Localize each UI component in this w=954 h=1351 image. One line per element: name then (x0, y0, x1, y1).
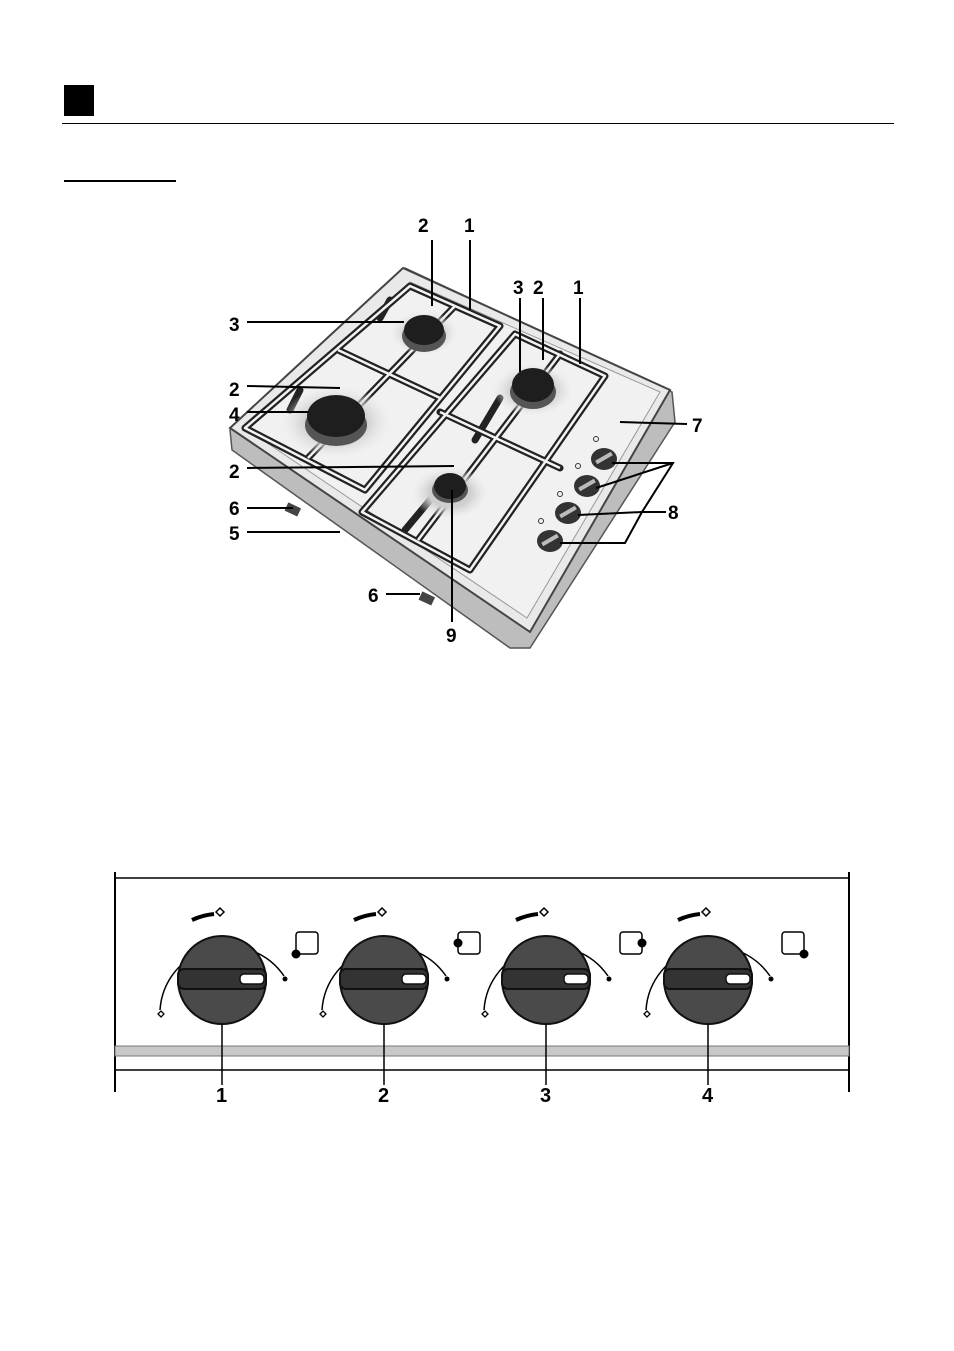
callout-bottom-6: 6 (368, 586, 379, 607)
callout-top-1: 1 (464, 216, 475, 237)
knob-scale-max (192, 914, 214, 920)
small-flame-icon (482, 1011, 488, 1017)
callout-left-2a: 2 (229, 380, 240, 401)
callout-top-2: 2 (418, 216, 429, 237)
small-flame-icon (158, 1011, 164, 1017)
small-flame-icon (644, 1011, 650, 1017)
callout-left-3: 3 (229, 315, 240, 336)
control-knob-2 (320, 908, 480, 1085)
callout-right-3: 3 (513, 278, 524, 299)
off-position-icon (283, 977, 288, 982)
knob-pointer (240, 974, 264, 984)
callout-left-2b: 2 (229, 462, 240, 483)
hob-diagram: 2 1 3 2 1 3 2 4 2 6 5 6 9 7 8 (0, 0, 954, 700)
knob-number-2: 2 (378, 1085, 389, 1107)
burner-rear-left (390, 311, 458, 355)
callout-bottom-9: 9 (446, 626, 457, 647)
burner-position-dot-icon (454, 939, 463, 948)
callout-right-1: 1 (573, 278, 584, 299)
knob-row (158, 908, 809, 1085)
large-flame-icon (216, 908, 224, 916)
small-flame-icon (320, 1011, 326, 1017)
callout-right-8: 8 (668, 503, 679, 524)
burner-position-dot-icon (638, 939, 647, 948)
control-knob-4 (644, 908, 809, 1085)
hob-knob-4 (537, 530, 563, 552)
burner-front-right (412, 467, 488, 519)
callout-right-7: 7 (692, 416, 703, 437)
off-position-icon (445, 977, 450, 982)
burner-front-left (281, 386, 391, 458)
knob-pointer (402, 974, 426, 984)
knob-number-labels: 1 2 3 4 (216, 1085, 714, 1107)
knob-scale-max (516, 914, 538, 920)
callout-left-6: 6 (229, 499, 240, 520)
knob-number-1: 1 (216, 1085, 227, 1107)
knob-number-3: 3 (540, 1085, 551, 1107)
off-position-icon (769, 977, 774, 982)
callout-right-2: 2 (533, 278, 544, 299)
knob-scale-max (678, 914, 700, 920)
control-knob-1 (158, 908, 318, 1085)
callout-left-5: 5 (229, 524, 240, 545)
burner-position-box (296, 932, 318, 954)
large-flame-icon (540, 908, 548, 916)
large-flame-icon (702, 908, 710, 916)
burner-position-dot-icon (800, 950, 809, 959)
knob-number-4: 4 (702, 1085, 714, 1107)
callout-left-4: 4 (229, 405, 240, 426)
hob-knob-1 (591, 448, 617, 470)
off-position-icon (607, 977, 612, 982)
control-knob-3 (482, 908, 647, 1085)
burner-rear-right (493, 364, 573, 416)
burner-position-box (782, 932, 804, 954)
control-panel-diagram: 1 2 3 4 (0, 860, 954, 1120)
burner-position-dot-icon (292, 950, 301, 959)
large-flame-icon (378, 908, 386, 916)
hob-knob-2 (574, 475, 600, 497)
knob-scale-max (354, 914, 376, 920)
knob-pointer (564, 974, 588, 984)
hob-knob-3 (555, 502, 581, 524)
knob-pointer (726, 974, 750, 984)
